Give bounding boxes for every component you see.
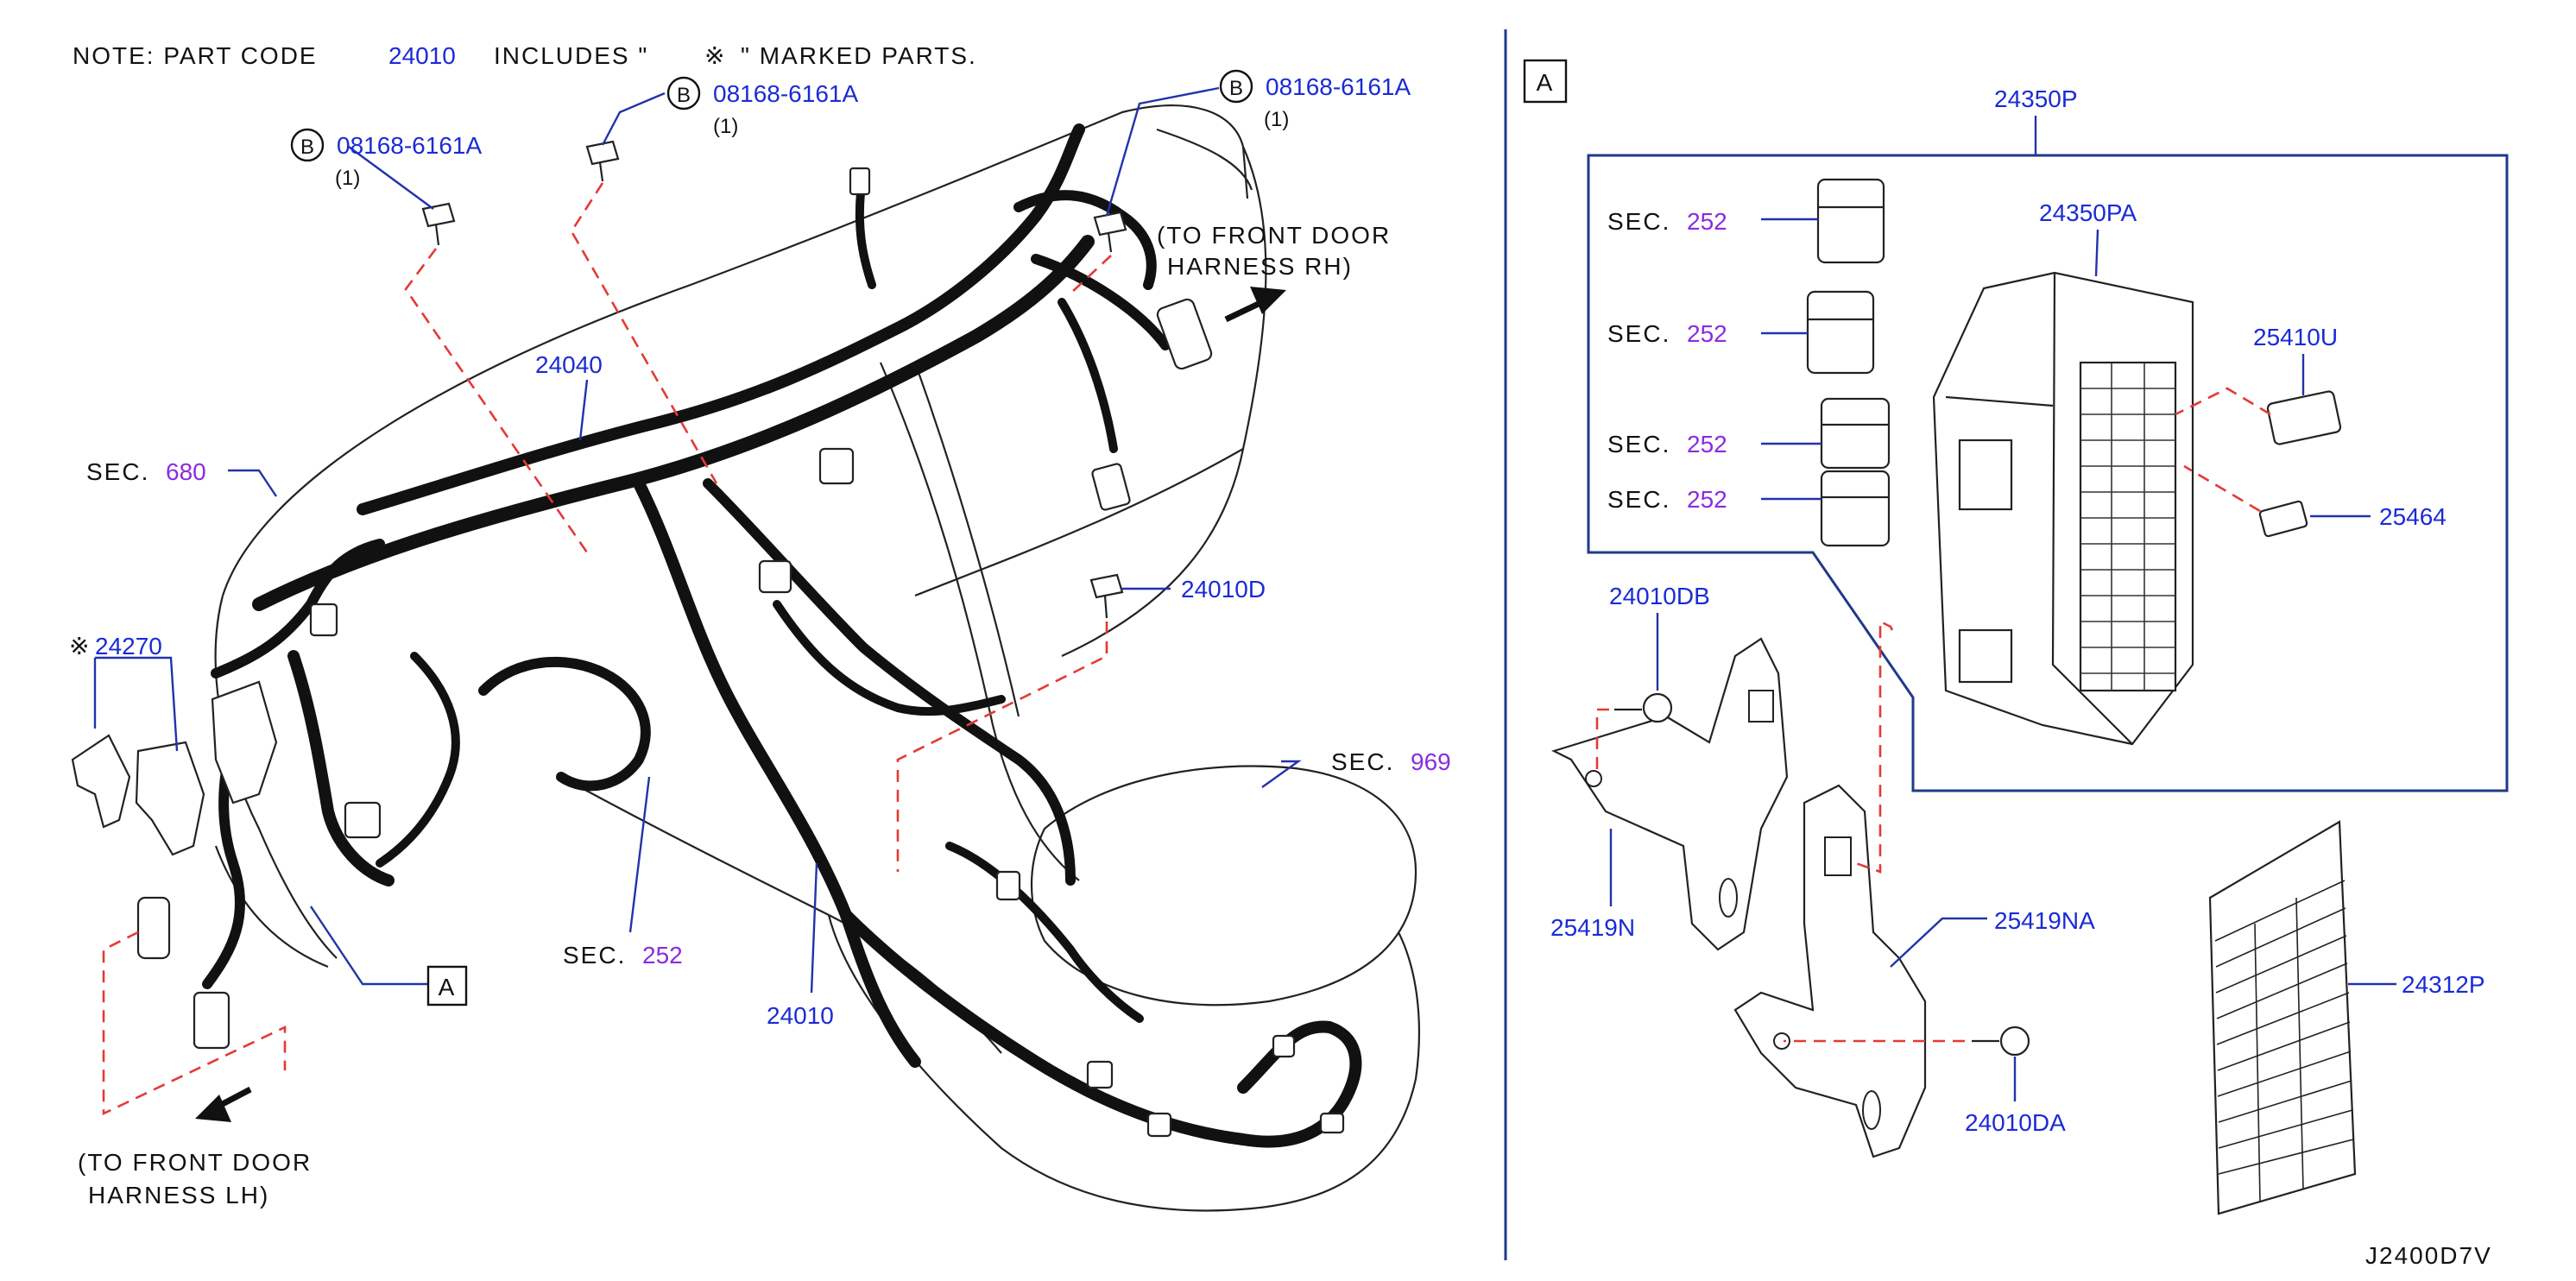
mark-24270: ※ xyxy=(69,633,91,659)
label-24040: 24040 xyxy=(535,351,603,378)
bolt-qty: (1) xyxy=(335,167,360,190)
note-prefix: NOTE: PART CODE xyxy=(73,42,318,69)
bolt-callout-2: B 08168-6161A (1) xyxy=(666,76,858,138)
connector-icon xyxy=(1816,178,1885,264)
screw-icon xyxy=(1614,692,1673,723)
arrow-icon xyxy=(195,1086,252,1122)
sec-ref-label: SEC. xyxy=(1607,486,1670,513)
bracket-25419NA xyxy=(1733,784,1927,1158)
note-part-code: 24010 xyxy=(388,42,456,69)
bolt-icon xyxy=(421,202,456,246)
bolt-badge: B xyxy=(677,84,691,107)
label-24350PA: 24350PA xyxy=(2039,199,2137,226)
fuse-25464 xyxy=(2258,500,2308,538)
dashed-leads-left xyxy=(102,182,1112,1116)
bolt-badge: B xyxy=(1229,77,1243,100)
wire-harness xyxy=(202,123,1362,1148)
front-door-lh-line2: HARNESS LH) xyxy=(88,1182,269,1208)
bolt-qty: (1) xyxy=(713,115,738,138)
front-door-rh-line1: (TO FRONT DOOR xyxy=(1157,222,1391,249)
detail-a-label: A xyxy=(1523,59,1568,104)
bolt-badge: B xyxy=(300,136,314,159)
sec-label-252: SEC. xyxy=(563,942,626,969)
connector-icon xyxy=(1820,470,1891,547)
sec-ref-number: 252 xyxy=(1687,320,1727,347)
bolt-icon xyxy=(585,140,620,182)
label-24312P: 24312P xyxy=(2402,971,2485,998)
sec-label-969: SEC. xyxy=(1331,748,1394,775)
label-24270: 24270 xyxy=(95,633,162,659)
sec-252-connectors: SEC. 252 SEC. 252 SEC. 252 SEC. 252 xyxy=(1607,178,1891,547)
screw-icon xyxy=(1972,1025,2030,1057)
sec-ref-number: 252 xyxy=(1687,208,1727,235)
bolt-part-code: 08168-6161A xyxy=(337,132,482,159)
label-25410U: 25410U xyxy=(2253,324,2338,350)
connector-icon xyxy=(1806,290,1875,375)
arrow-icon xyxy=(1224,287,1286,323)
label-24010D: 24010D xyxy=(1181,576,1266,603)
bolt-callout-3: B 08168-6161A (1) xyxy=(1219,69,1411,131)
bracket-25419N xyxy=(1551,637,1789,951)
sec-ref-680: 680 xyxy=(166,458,206,485)
leader-lines-left xyxy=(93,86,1302,994)
bolt-qty: (1) xyxy=(1264,108,1289,131)
bolts-left xyxy=(421,140,1127,619)
label-24010: 24010 xyxy=(767,1002,834,1029)
view-a-letter: A xyxy=(439,974,457,1000)
bolt-part-code: 08168-6161A xyxy=(1266,73,1411,100)
sec-ref-number: 252 xyxy=(1687,486,1727,513)
label-24010DA: 24010DA xyxy=(1965,1109,2066,1136)
sec-ref-number: 252 xyxy=(1687,431,1727,458)
detail-a-letter: A xyxy=(1537,69,1555,96)
view-a-marker: A xyxy=(426,965,468,1006)
fuse-block xyxy=(1932,271,2194,746)
note-mark: ※ xyxy=(704,42,726,69)
note-includes: INCLUDES " xyxy=(494,42,648,69)
label-24010DB: 24010DB xyxy=(1609,583,1710,609)
bolt-icon xyxy=(1093,211,1127,253)
sec-label-680: SEC. xyxy=(86,458,149,485)
sec-ref-label: SEC. xyxy=(1607,431,1670,458)
label-25419N: 25419N xyxy=(1550,914,1635,941)
bolt-part-code: 08168-6161A xyxy=(713,80,858,107)
note-suffix: " MARKED PARTS. xyxy=(741,42,977,69)
connector-icon xyxy=(1820,397,1891,470)
sec-ref-label: SEC. xyxy=(1607,320,1670,347)
label-card-24312P xyxy=(2208,820,2357,1215)
label-25464: 25464 xyxy=(2379,503,2447,530)
fuse-25410U xyxy=(2266,390,2342,445)
sec-ref-969: 969 xyxy=(1411,748,1451,775)
label-24350P: 24350P xyxy=(1994,85,2078,112)
note-line: NOTE: PART CODE 24010 INCLUDES " ※ " MAR… xyxy=(73,42,977,69)
connectors xyxy=(136,167,1345,1138)
front-door-rh-line2: HARNESS RH) xyxy=(1167,253,1353,280)
sec-ref-252: 252 xyxy=(642,942,683,969)
bolt-icon xyxy=(1089,573,1124,619)
label-25419NA: 25419NA xyxy=(1994,907,2095,934)
bolt-callout-1: B 08168-6161A (1) xyxy=(290,128,482,190)
bracket-24270 xyxy=(71,680,278,856)
diagram-id: J2400D7V xyxy=(2365,1242,2492,1269)
front-door-lh-line1: (TO FRONT DOOR xyxy=(78,1149,312,1176)
fuse-block-frame xyxy=(1587,154,2509,792)
sec-ref-label: SEC. xyxy=(1607,208,1670,235)
